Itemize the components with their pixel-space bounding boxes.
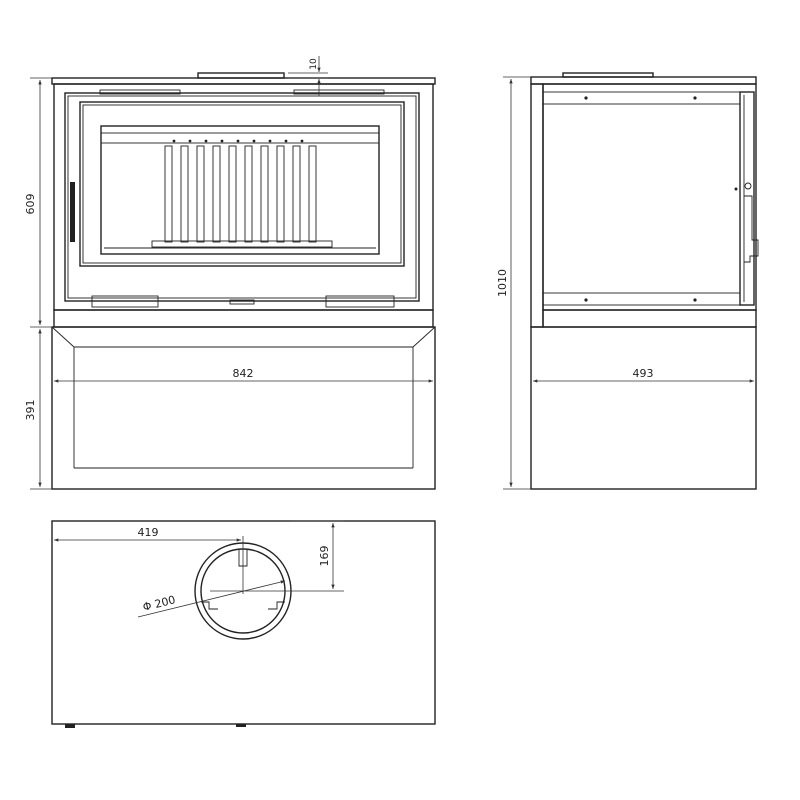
dim-base-height: 391 [24,400,37,421]
bottom-vents [91,295,395,308]
dim-flue-offset-y: 169 [318,546,331,567]
side-dimensions [503,76,754,490]
front-dimensions [30,56,433,490]
side-view [530,72,759,490]
dim-top-plate: 10 [309,58,319,70]
dim-depth-side: 493 [633,367,654,380]
front-view [51,72,436,490]
dim-width-front: 842 [233,367,254,380]
grate-bars [151,139,333,248]
dim-flue-offset-x: 419 [138,526,159,539]
dim-total-height: 1010 [496,269,509,297]
top-view [51,520,436,728]
dim-flue-diameter: Φ 200 [141,593,176,614]
dim-firebox-height: 609 [24,194,37,215]
door-handle [70,182,75,242]
top-dimensions [54,520,344,618]
